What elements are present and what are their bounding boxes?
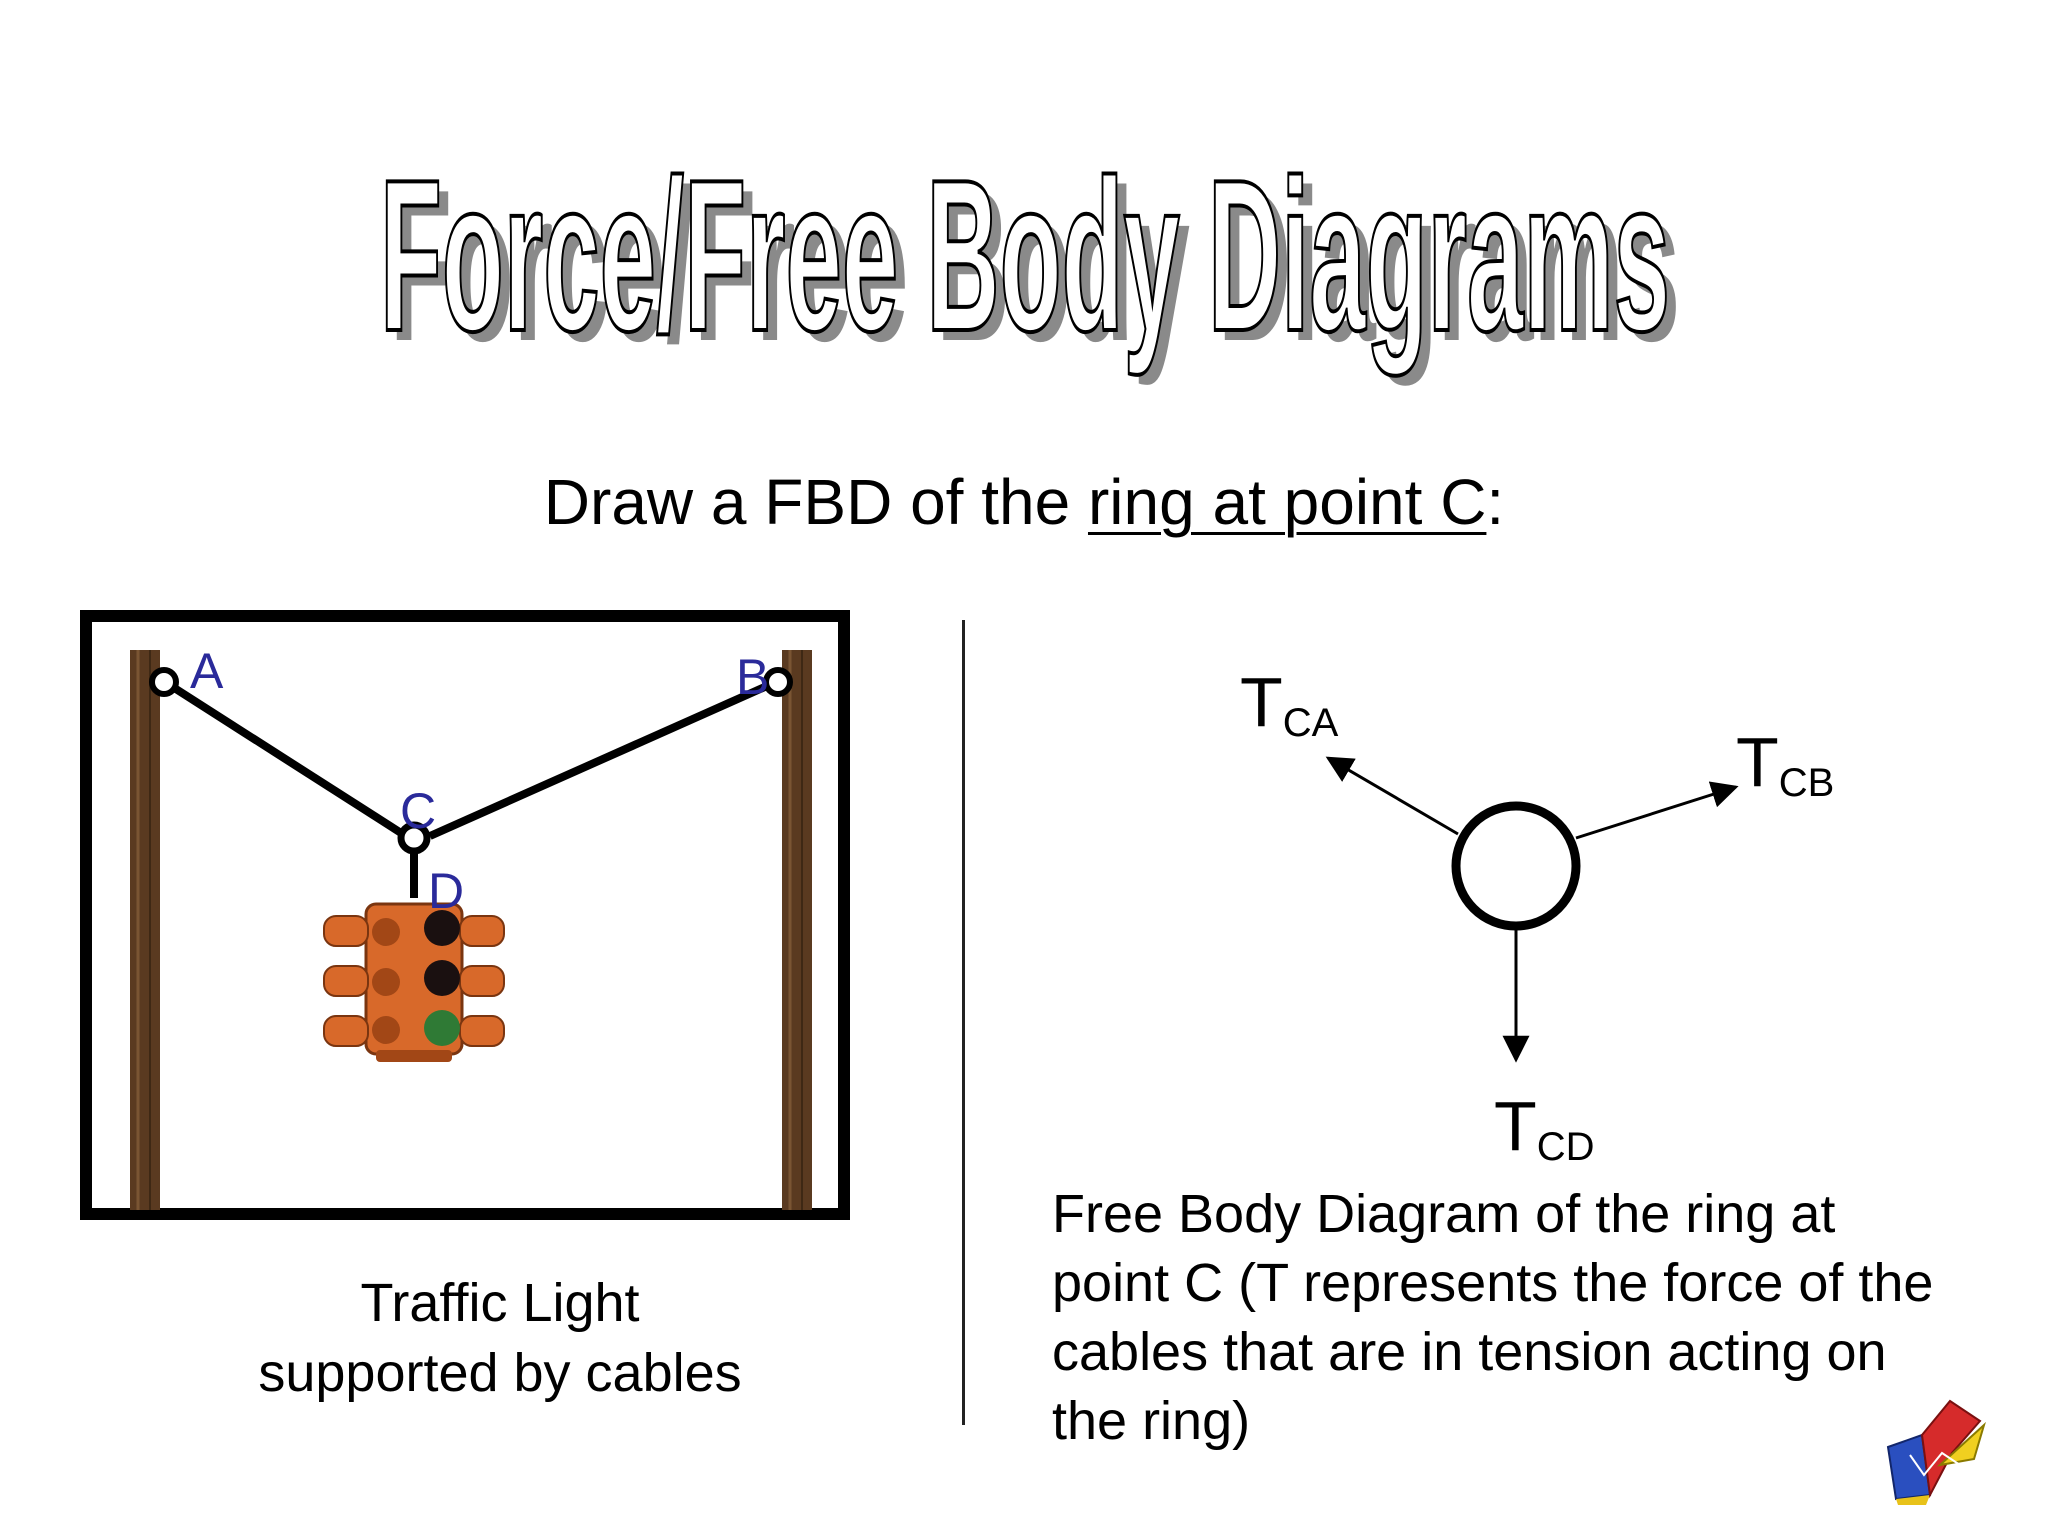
left-pole [130, 650, 160, 1210]
label-d: D [428, 863, 464, 919]
fbd-caption-line: cables that are in tension acting on [1052, 1322, 1887, 1382]
divider [962, 620, 965, 1425]
cable-ca [162, 678, 415, 844]
fbd-caption-line: Free Body Diagram of the ring at [1052, 1184, 1836, 1244]
prompt: Draw a FBD of the ring at point C: [0, 462, 2048, 542]
force-label-cd: TCD [1494, 1087, 1595, 1169]
label-b: B [736, 649, 769, 705]
traffic-light-scene: A B C D [80, 610, 850, 1220]
label-c: C [400, 783, 436, 839]
scene-caption-line: Traffic Light [360, 1273, 640, 1333]
fbd-caption-line: the ring) [1052, 1391, 1251, 1451]
prompt-underlined: ring at point C [1087, 466, 1487, 538]
title-shadow: Force/Free Body Diagrams [390, 144, 1680, 386]
force-arrow-cb [1575, 781, 1739, 840]
ring-a [149, 667, 179, 697]
free-body-diagram: TCA TCB TCD [1160, 640, 1920, 1200]
prompt-suffix: : [1486, 466, 1505, 538]
force-label-cb: TCB [1736, 723, 1834, 805]
scene-caption: Traffic Light supported by cables [180, 1268, 820, 1408]
corner-logo-icon [1880, 1395, 1990, 1505]
right-pole [782, 650, 812, 1210]
scene-caption-line: supported by cables [258, 1343, 742, 1403]
fbd-caption: Free Body Diagram of the ring at point C… [1052, 1180, 2012, 1456]
fbd-caption-line: point C (T represents the force of the [1052, 1253, 1934, 1313]
force-arrow-ca [1325, 756, 1459, 836]
cable-cb [428, 678, 778, 840]
ring-c [397, 821, 431, 855]
slide-title: Force/Free Body Diagrams Force/Free Body… [0, 140, 2048, 410]
traffic-light [323, 902, 505, 1062]
prompt-prefix: Draw a FBD of the [543, 466, 1088, 538]
force-label-ca: TCA [1240, 663, 1339, 745]
title-text: Force/Free Body Diagrams [380, 140, 1670, 376]
ring-body [1451, 801, 1581, 931]
label-a: A [190, 643, 224, 699]
ring-b [763, 667, 793, 697]
